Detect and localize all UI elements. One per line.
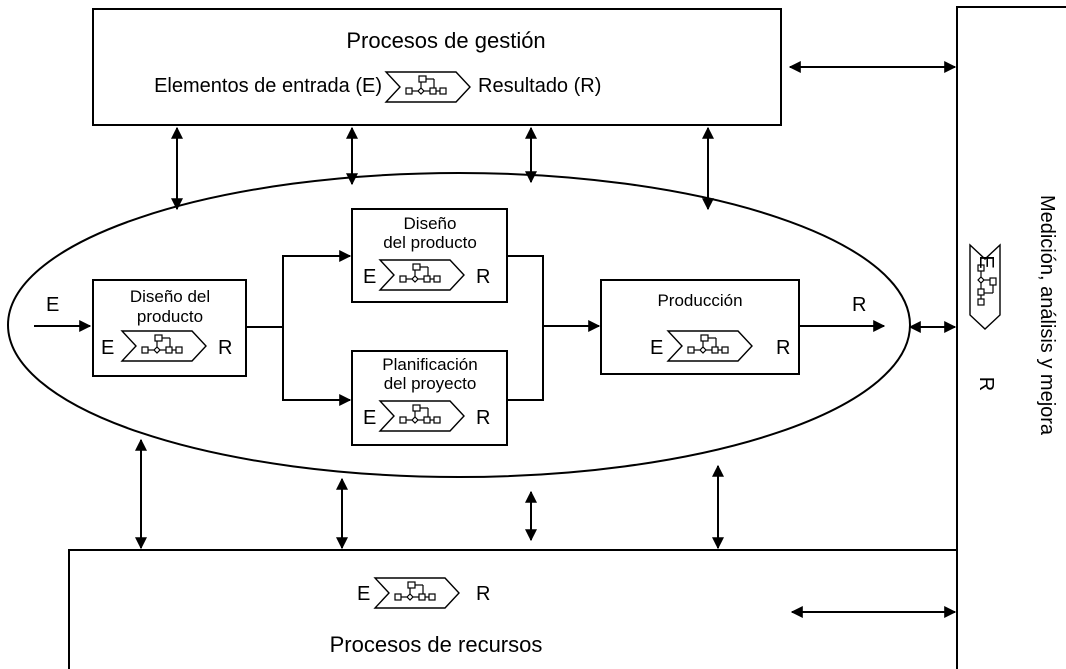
- management-realization-links: [171, 126, 714, 211]
- design-left-e-letter: E: [101, 337, 114, 359]
- design-left-line1: Diseño del: [130, 287, 210, 306]
- design-left-r-letter: R: [218, 337, 232, 359]
- planning-line1: Planificación: [382, 355, 477, 374]
- realization-input-letter: E: [46, 294, 59, 316]
- management-title: Procesos de gestión: [346, 28, 545, 53]
- resources-title: Procesos de recursos: [330, 632, 543, 657]
- management-input-label: Elementos de entrada (E): [154, 75, 382, 97]
- design-top-r-letter: R: [476, 266, 490, 288]
- measurement-analysis-improvement-box: [956, 6, 1066, 669]
- realization-output-letter: R: [852, 294, 866, 316]
- production-e-letter: E: [650, 337, 663, 359]
- management-output-label: Resultado (R): [478, 75, 601, 97]
- planning-r-letter: R: [476, 407, 490, 429]
- design-top-line2: del producto: [383, 233, 477, 252]
- planning-e-letter: E: [363, 407, 376, 429]
- management-processes-box: [92, 8, 782, 126]
- design-left-line2: producto: [137, 307, 203, 326]
- resources-e-letter: E: [357, 583, 370, 605]
- planning-line2: del proyecto: [384, 374, 477, 393]
- production-title: Producción: [657, 291, 742, 310]
- measurement-r-letter: R: [975, 377, 997, 391]
- realization-flow-connectors: [247, 250, 601, 406]
- design-top-line1: Diseño: [404, 214, 457, 233]
- resources-r-letter: R: [476, 583, 490, 605]
- realization-resources-links: [135, 438, 724, 550]
- production-r-letter: R: [776, 337, 790, 359]
- measurement-e-letter: E: [975, 255, 997, 268]
- measurement-title: Medición, análisis y mejora: [1036, 195, 1058, 436]
- design-top-e-letter: E: [363, 266, 376, 288]
- measurement-links: [788, 61, 957, 618]
